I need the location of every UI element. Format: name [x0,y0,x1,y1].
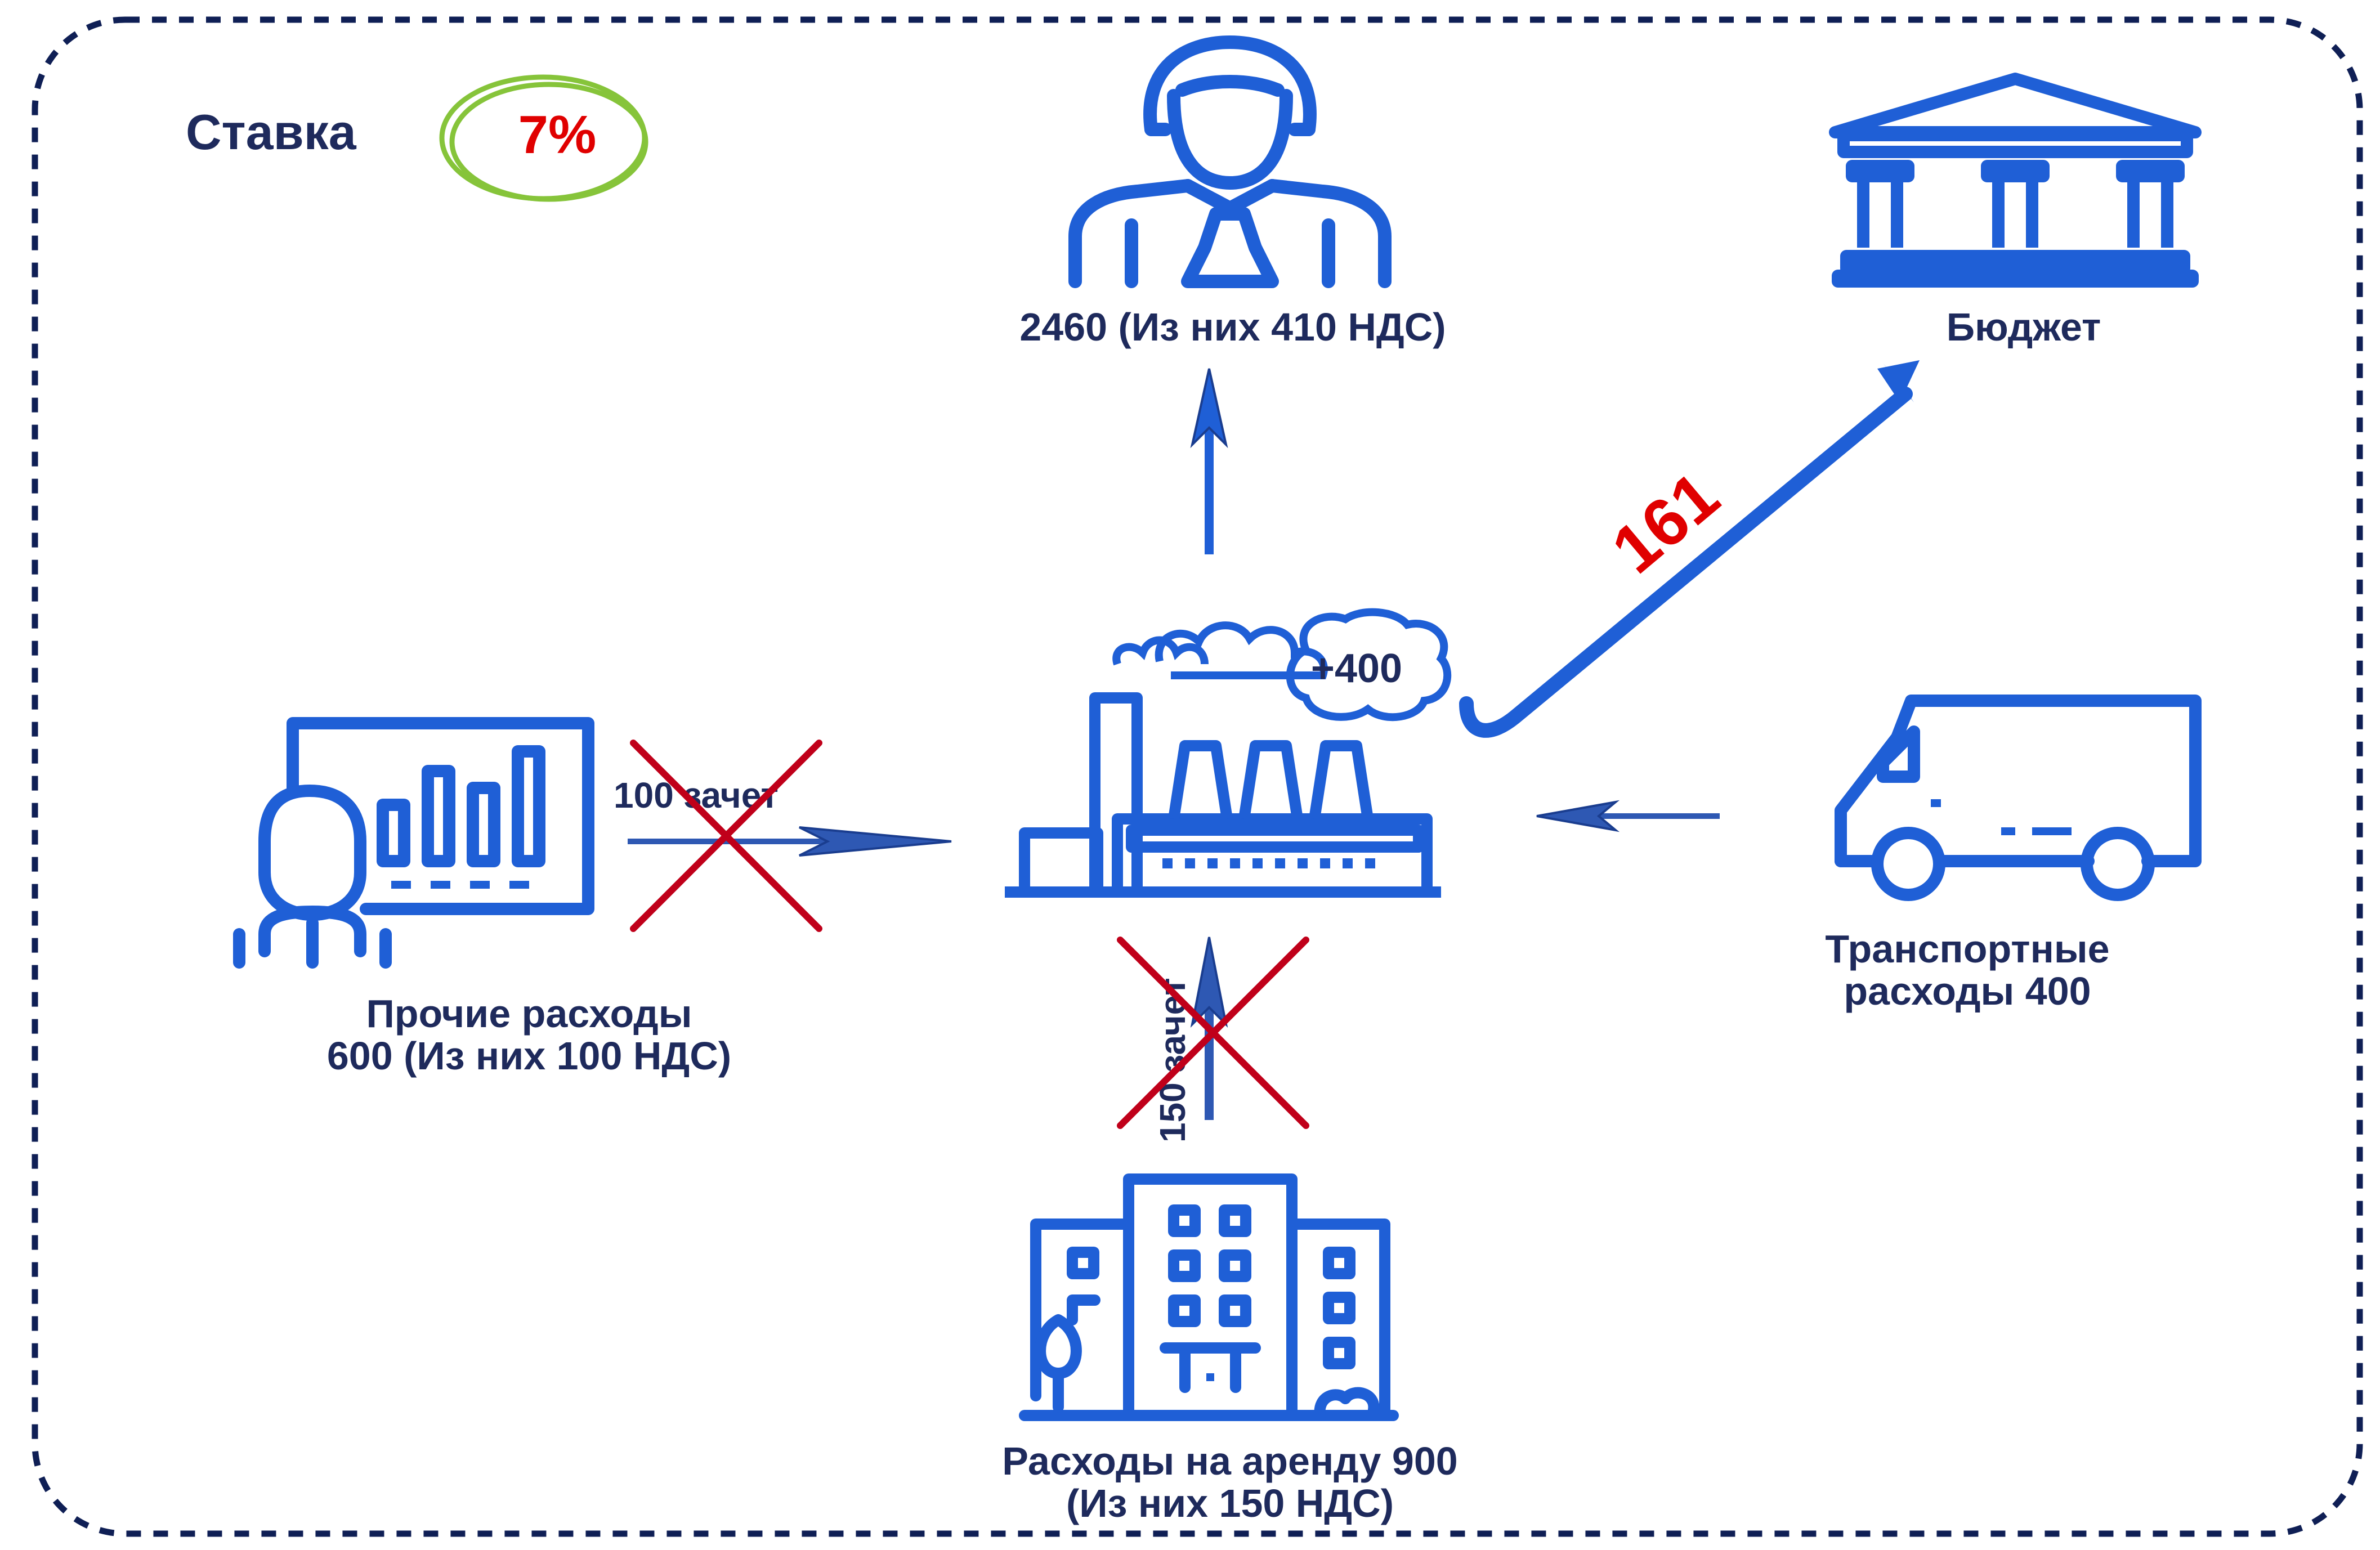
factory-icon [1005,692,1441,898]
transport-line2: расходы 400 [1844,969,2091,1013]
rate-label: Ставка [186,104,357,160]
factory-margin: +400 [1311,646,1402,691]
payment-arrow [1459,360,1920,738]
other-expenses-line1: Прочие расходы [366,992,692,1036]
buyer-label: 2460 (Из них 410 НДС) [1019,305,1446,349]
rate-value: 7% [518,105,597,165]
budget-icon [1829,73,2202,288]
presentation-icon [233,717,594,969]
cross-rent-offset [1117,937,1309,1129]
truck-details [1931,799,2072,835]
city-buildings-icon [1019,1173,1399,1421]
presentation-dashes [391,881,529,889]
budget-label: Бюджет [1947,305,2101,349]
arrow-from-other-expenses [628,826,952,857]
arrow-from-transport [1536,800,1720,832]
buyer-icon [1068,35,1392,288]
rent-line2: (Из них 150 НДС) [1066,1481,1394,1525]
factory-windows [1162,858,1375,868]
truck-icon [1835,695,2202,901]
door-dot [1206,1373,1214,1381]
arrow-to-buyer [1190,368,1228,554]
rent-line1: Расходы на аренду 900 [1002,1439,1457,1483]
transport-line1: Транспортные [1825,927,2109,971]
smoke-cloud-icon [1112,608,1452,722]
rate-ellipse [439,74,648,202]
other-expenses-line2: 600 (Из них 100 НДС) [327,1034,731,1078]
payment-label: 161 [1598,458,1733,588]
frame-border [32,16,2363,1537]
cross-other-offset [630,740,822,932]
